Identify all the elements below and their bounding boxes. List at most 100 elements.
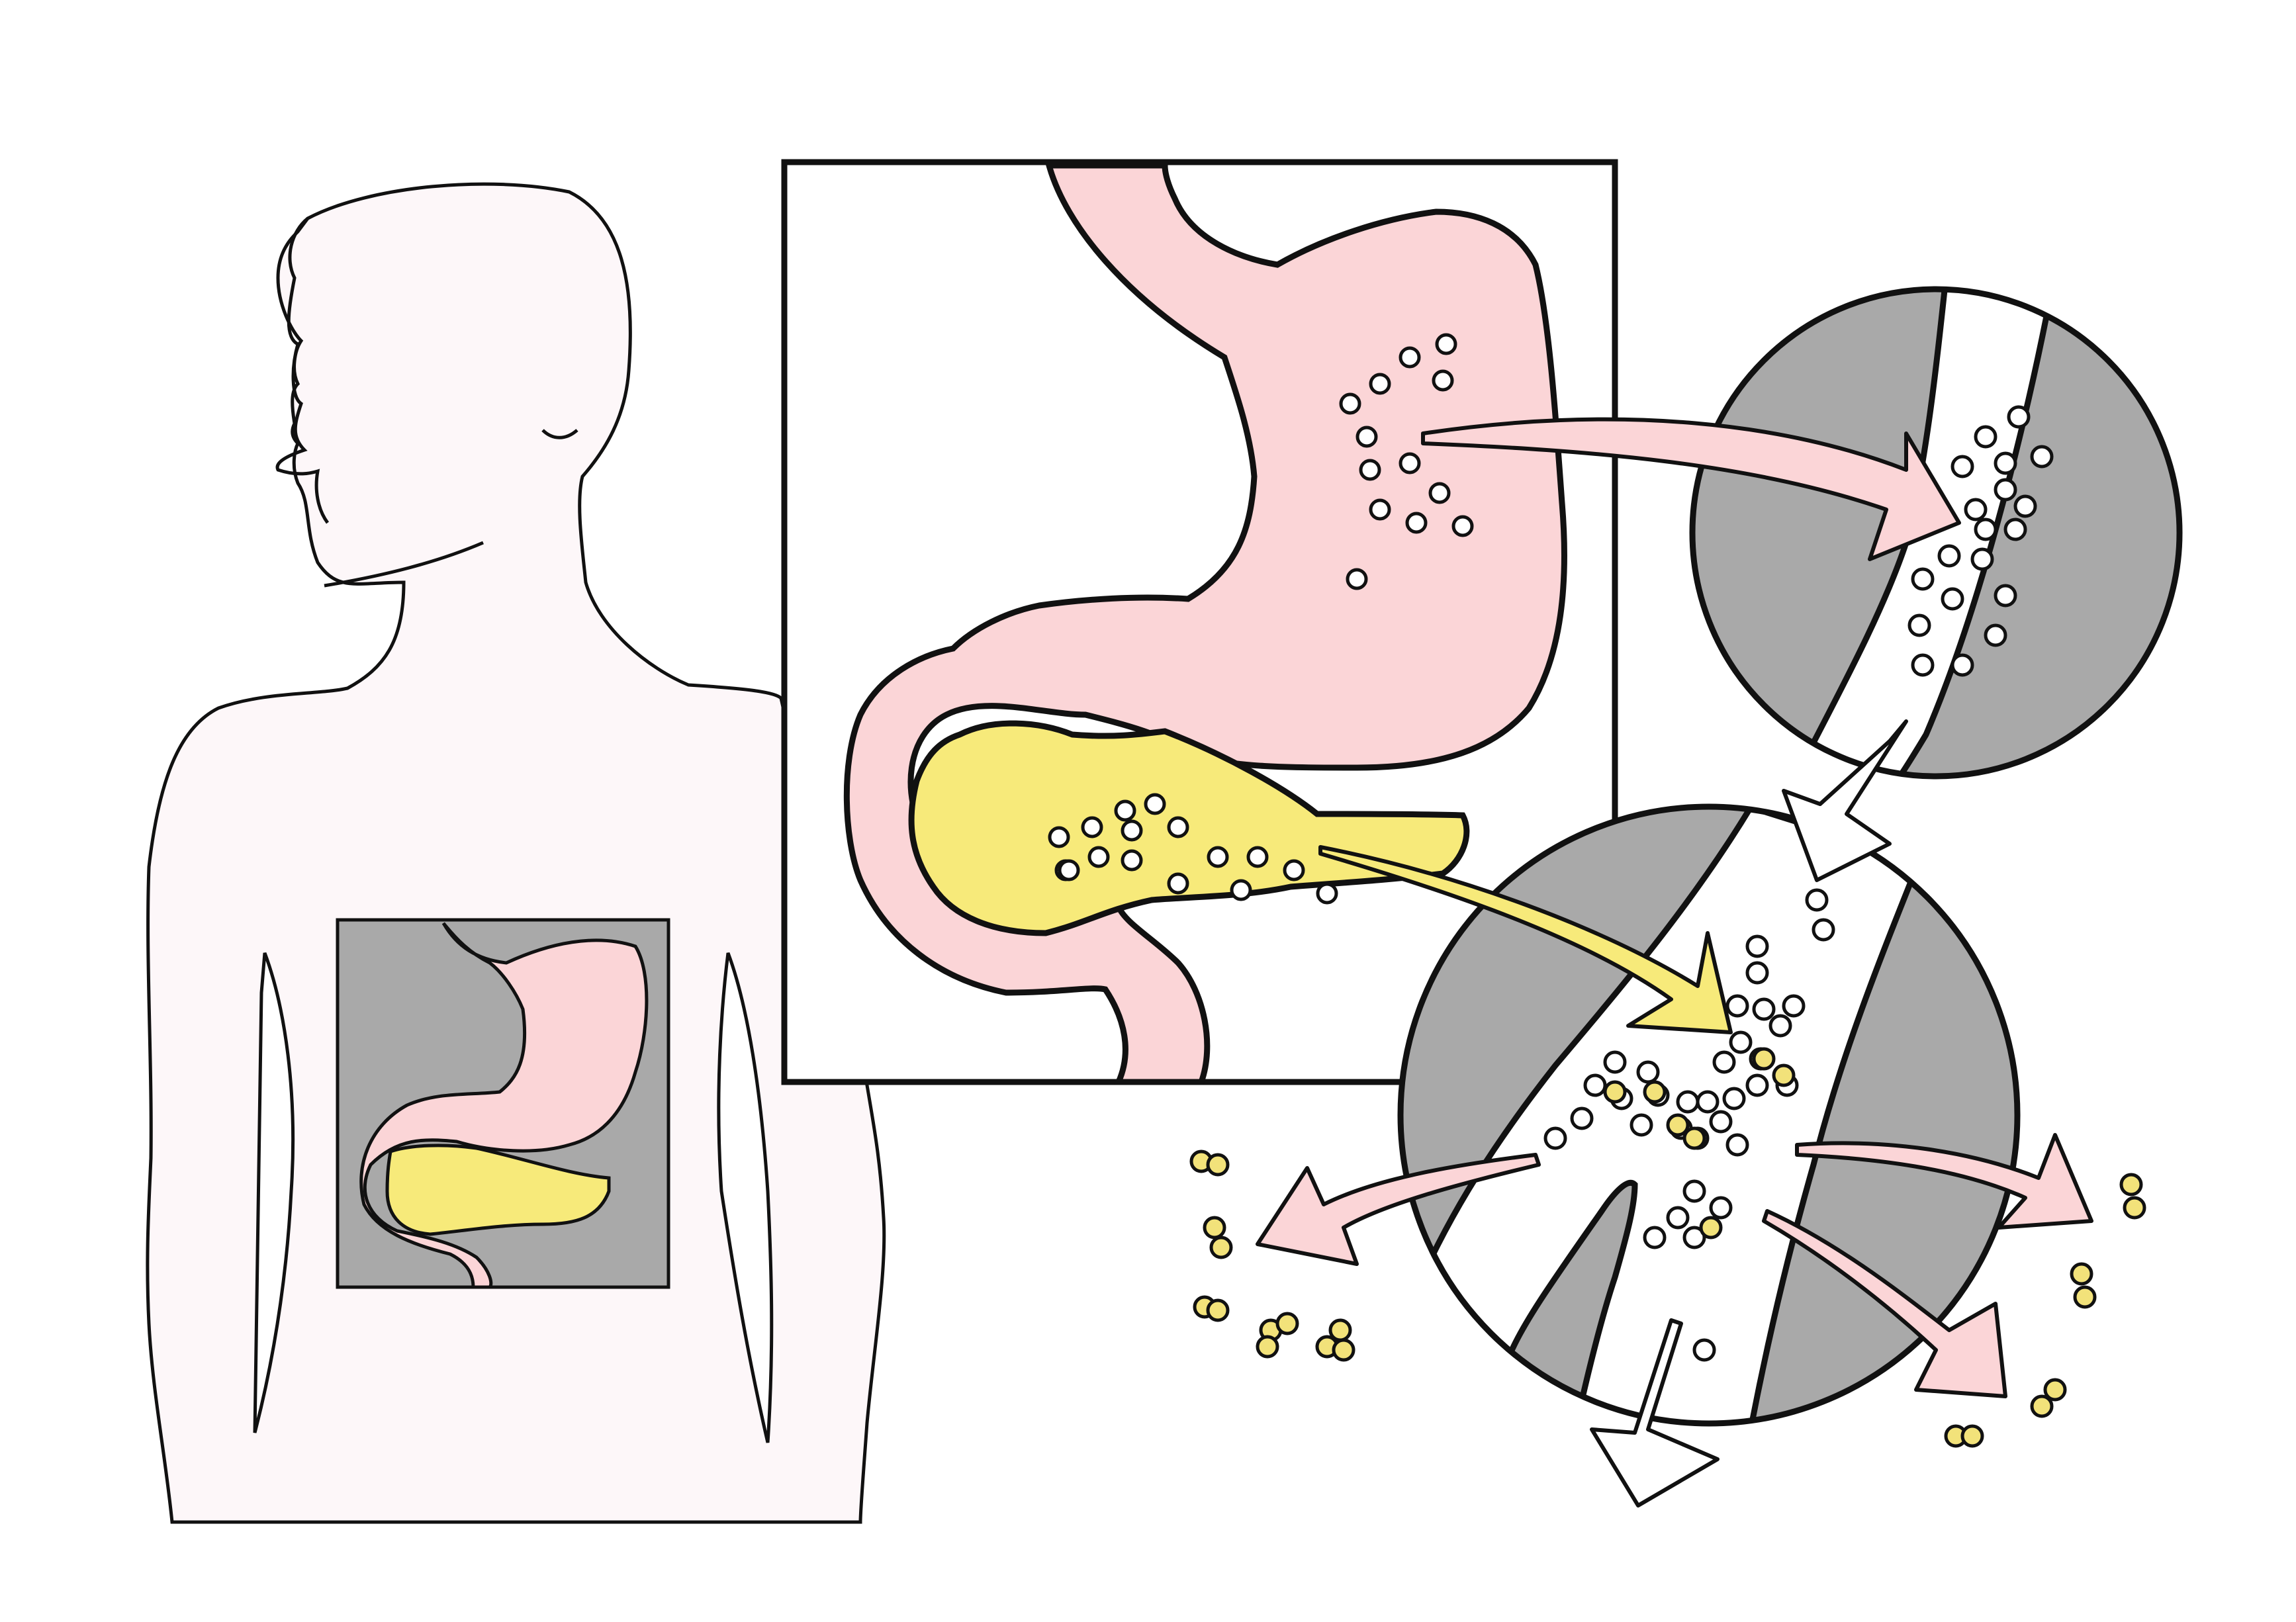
particle [1603, 1080, 1627, 1104]
particle [2007, 405, 2031, 429]
particle [2119, 1173, 2143, 1196]
particle [1144, 793, 1166, 815]
particle [1346, 568, 1368, 590]
particle [1682, 1179, 1706, 1203]
particle [1994, 451, 2017, 475]
particle [1907, 613, 1931, 637]
particle [1911, 567, 1935, 591]
particle [1283, 859, 1305, 881]
particle [1722, 1087, 1746, 1110]
particle [1725, 1133, 1749, 1157]
human-silhouette [146, 182, 886, 1524]
particle [1451, 515, 1474, 537]
stomach-to-vessel-arrow [1421, 417, 1961, 561]
magnified-organs-box [781, 159, 1618, 1085]
particle [2013, 494, 2037, 518]
particle [1543, 1126, 1567, 1150]
process-arrows [1256, 417, 2093, 1508]
human-face-profile [275, 217, 330, 524]
particle [1729, 1030, 1753, 1054]
particle [1603, 1050, 1627, 1074]
released-particles [1189, 1149, 2146, 1448]
particle [1206, 1298, 1230, 1322]
particle [1121, 849, 1143, 872]
particle [1745, 934, 1769, 958]
particle [1630, 1113, 1653, 1137]
human-eye-mark [541, 429, 578, 439]
particle [1712, 1050, 1736, 1074]
particle [1709, 1196, 1733, 1220]
particle [1964, 498, 1988, 521]
particle [1167, 872, 1189, 895]
lower-vessel-particles [1543, 888, 1835, 1362]
particle [1682, 1226, 1706, 1249]
particle [1316, 882, 1338, 905]
particle [1911, 653, 1935, 677]
stomach-enzyme-particles [1339, 333, 1474, 590]
abdomen-inset-box [336, 918, 670, 1289]
particle [1725, 994, 1749, 1018]
particle [1994, 478, 2017, 502]
particle [1369, 498, 1391, 521]
small-stomach-icon [359, 922, 649, 1289]
particle [1745, 961, 1769, 985]
particle [1058, 859, 1080, 881]
particle [1432, 369, 1454, 392]
particle [1339, 392, 1361, 415]
particle [2123, 1196, 2146, 1220]
upper-vessel-particles [1907, 405, 2054, 677]
particle [1666, 1113, 1690, 1137]
human-arm-right-gap [717, 952, 774, 1443]
particle [1974, 518, 1998, 541]
particle [1812, 918, 1835, 942]
particle [1951, 653, 1974, 677]
particle [1121, 819, 1143, 842]
particle [1399, 346, 1421, 369]
human-chin-line [324, 541, 484, 588]
particle [1636, 1060, 1660, 1084]
particle [1696, 1090, 1720, 1114]
particle [1369, 373, 1391, 395]
particle [1435, 333, 1457, 355]
down-flow-arrow [1782, 719, 1908, 882]
particle [1087, 846, 1110, 868]
particle [2073, 1285, 2097, 1309]
particle [1752, 997, 1776, 1021]
particle [1692, 1338, 1716, 1362]
particle [1359, 459, 1381, 481]
particle [2030, 1394, 2054, 1418]
particle [1256, 1335, 1279, 1359]
particle [1752, 1047, 1776, 1071]
particle [1970, 547, 1994, 571]
particle [1666, 1206, 1690, 1230]
particle [1167, 816, 1189, 838]
particle [2003, 518, 2027, 541]
pancreas-icon [908, 720, 1470, 936]
particle [1782, 994, 1806, 1018]
particle [1355, 426, 1378, 448]
particle [1570, 1106, 1594, 1130]
right-exit-arrow [1795, 1133, 2093, 1230]
particle [1960, 1424, 1984, 1448]
particle [1699, 1216, 1723, 1239]
particle [1974, 425, 1998, 449]
particle [1207, 846, 1229, 868]
particle [1768, 1014, 1792, 1038]
particle [1583, 1073, 1607, 1097]
particle [1230, 879, 1252, 901]
particle [1332, 1338, 1355, 1362]
particle [1745, 1073, 1769, 1097]
particle [2030, 445, 2054, 469]
particle [1405, 512, 1428, 534]
particle [1048, 826, 1070, 848]
particle [2043, 1378, 2067, 1402]
particle [1399, 452, 1421, 474]
particle [1275, 1312, 1299, 1335]
pancreas-to-vessel-arrow [1318, 845, 1733, 1034]
bottom-exit-arrow [1590, 1318, 1720, 1508]
left-exit-arrow [1256, 1153, 1541, 1266]
particle [1676, 1090, 1700, 1114]
particle [1937, 544, 1961, 568]
